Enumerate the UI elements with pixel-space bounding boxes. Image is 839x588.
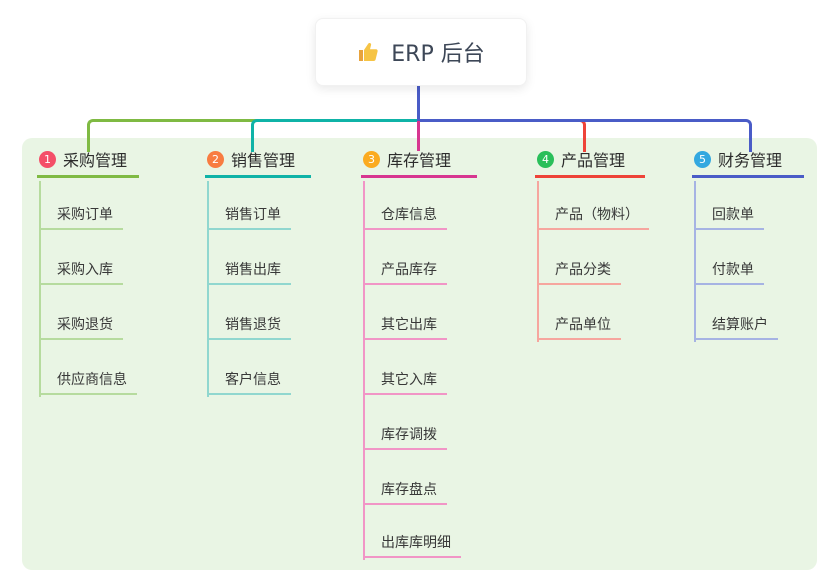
child-node-结算账户[interactable]: 结算账户 (694, 315, 778, 340)
connector-branch-5 (417, 119, 752, 152)
branch-number-badge: 2 (207, 150, 224, 168)
branch-header-产品管理[interactable]: 4 产品管理 (535, 149, 645, 178)
child-node-产品分类[interactable]: 产品分类 (537, 260, 621, 285)
branches-panel (22, 138, 817, 570)
branch-label: 采购管理 (63, 151, 128, 170)
child-node-其它出库[interactable]: 其它出库 (363, 315, 447, 340)
child-node-其它入库[interactable]: 其它入库 (363, 370, 447, 395)
connector-branch-3 (417, 121, 420, 151)
root-node[interactable]: ERP 后台 (315, 18, 527, 86)
branch-child-line (39, 181, 41, 397)
branch-number-badge: 1 (39, 150, 56, 168)
branch-label: 产品管理 (561, 151, 626, 170)
child-node-销售退货[interactable]: 销售退货 (207, 315, 291, 340)
branch-label: 销售管理 (231, 151, 296, 170)
branch-header-财务管理[interactable]: 5 财务管理 (692, 149, 804, 178)
child-node-销售订单[interactable]: 销售订单 (207, 205, 291, 230)
child-node-仓库信息[interactable]: 仓库信息 (363, 205, 447, 230)
branch-header-采购管理[interactable]: 1 采购管理 (37, 149, 140, 178)
branch-child-line (207, 181, 209, 397)
child-node-销售出库[interactable]: 销售出库 (207, 260, 291, 285)
connector-branch-2 (251, 119, 420, 152)
child-node-采购退货[interactable]: 采购退货 (39, 315, 123, 340)
branch-header-销售管理[interactable]: 2 销售管理 (205, 149, 311, 178)
root-title: ERP 后台 (391, 42, 485, 67)
child-node-产品库存[interactable]: 产品库存 (363, 260, 447, 285)
branch-label: 库存管理 (387, 151, 452, 170)
child-node-出库库明细[interactable]: 出库库明细 (363, 533, 461, 558)
child-node-采购入库[interactable]: 采购入库 (39, 260, 123, 285)
child-node-产品单位[interactable]: 产品单位 (537, 315, 621, 340)
branch-number-badge: 3 (363, 150, 380, 168)
child-node-库存调拨[interactable]: 库存调拨 (363, 425, 447, 450)
branch-number-badge: 4 (537, 150, 554, 168)
branch-number-badge: 5 (694, 150, 711, 168)
child-node-产品（物料）[interactable]: 产品（物料） (537, 205, 649, 230)
branch-label: 财务管理 (718, 151, 783, 170)
child-node-采购订单[interactable]: 采购订单 (39, 205, 123, 230)
branch-child-line (537, 181, 539, 342)
child-node-付款单[interactable]: 付款单 (694, 260, 764, 285)
child-node-回款单[interactable]: 回款单 (694, 205, 764, 230)
branch-header-库存管理[interactable]: 3 库存管理 (361, 149, 477, 178)
thumbs-up-icon (357, 40, 381, 64)
child-node-库存盘点[interactable]: 库存盘点 (363, 480, 447, 505)
branch-child-line (694, 181, 696, 342)
branch-child-line (363, 181, 365, 560)
child-node-客户信息[interactable]: 客户信息 (207, 370, 291, 395)
child-node-供应商信息[interactable]: 供应商信息 (39, 370, 137, 395)
connector-root (417, 84, 420, 121)
